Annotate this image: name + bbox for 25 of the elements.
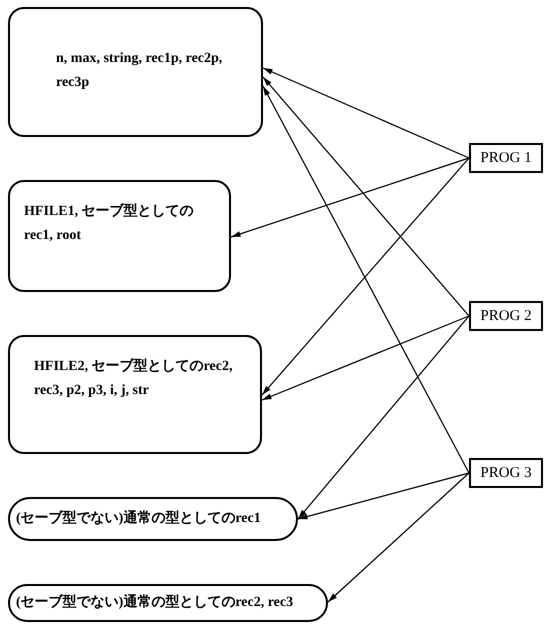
rounded-box <box>8 180 231 292</box>
program-name: PROG 3 <box>480 464 532 482</box>
variable-list: (セーブ型でない)通常の型としてのrec2, rec3 <box>16 591 318 615</box>
pill-box <box>8 497 298 541</box>
variable-list: (セーブ型でない)通常の型としてのrec1 <box>16 507 288 531</box>
program-box <box>469 301 543 331</box>
arrow <box>298 472 470 520</box>
variable-list: HFILE2, セーブ型としてのrec2, rec3, p2, p3, i, j, str <box>34 355 252 403</box>
arrow <box>262 315 470 401</box>
program-name: PROG 2 <box>480 306 532 326</box>
variable-list: n, max, string, rec1p, rec2p, rec3p <box>56 47 249 95</box>
program-name: PROG 1 <box>480 148 532 168</box>
rounded-box <box>8 7 263 137</box>
pill-box <box>8 584 328 622</box>
arrow <box>262 67 470 159</box>
rounded-box <box>8 335 262 454</box>
arrow <box>262 76 470 316</box>
arrow <box>230 157 470 238</box>
variable-list: HFILE1, セーブ型としてのrec1, root <box>24 200 221 248</box>
arrow <box>262 86 470 474</box>
arrow <box>262 158 470 396</box>
arrow <box>298 316 470 520</box>
program-box <box>469 458 543 488</box>
program-box <box>469 143 543 173</box>
arrow <box>328 472 470 602</box>
